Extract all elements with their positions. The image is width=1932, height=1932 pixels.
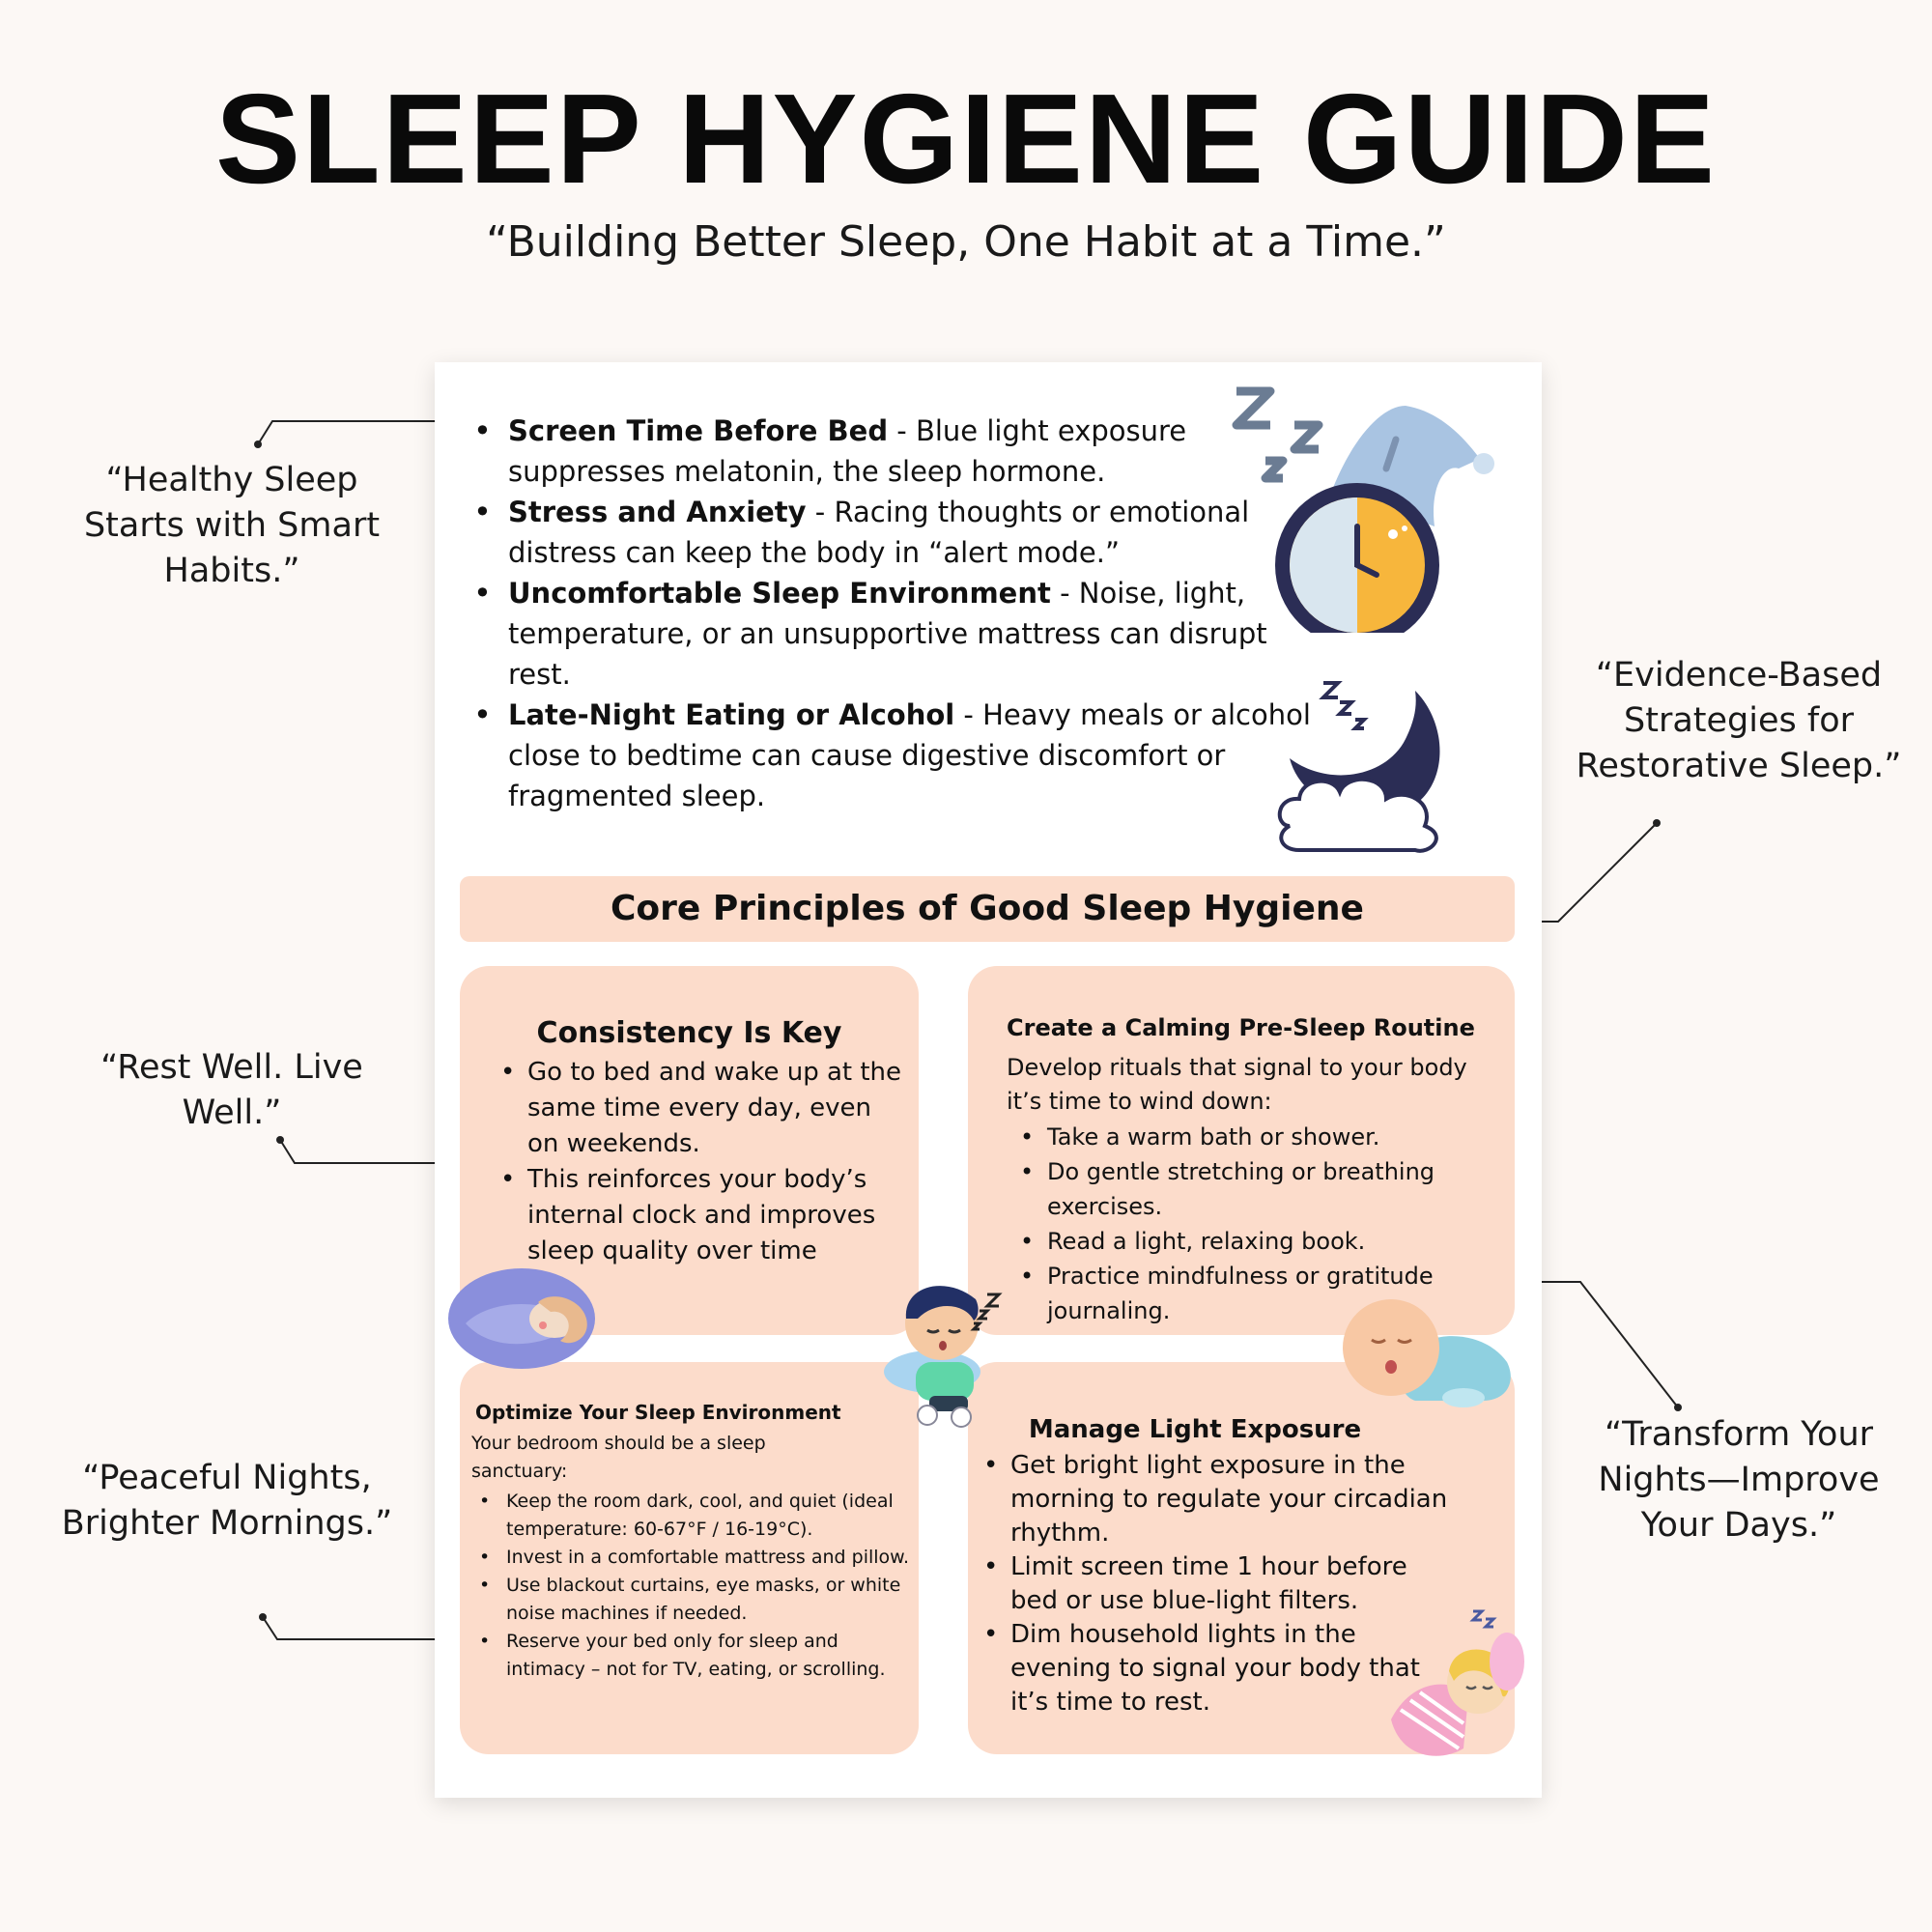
list-item: Late-Night Eating or Alcohol - Heavy mea…	[473, 695, 1323, 816]
card-list: Get bright light exposure in the morning…	[983, 1449, 1455, 1719]
list-item: This reinforces your body’s internal clo…	[500, 1162, 904, 1269]
sleep-disruptors-list: Screen Time Before Bed - Blue light expo…	[473, 411, 1323, 816]
connector-dot	[1653, 819, 1661, 827]
list-item: Keep the room dark, cool, and quiet (ide…	[479, 1488, 912, 1544]
card-title: Create a Calming Pre-Sleep Routine	[1007, 1014, 1475, 1041]
list-item: Stress and Anxiety - Racing thoughts or …	[473, 492, 1323, 573]
sleeping-child-icon	[1391, 1609, 1524, 1756]
page-subtitle: “Building Better Sleep, One Habit at a T…	[486, 217, 1446, 267]
card-intro: Develop rituals that signal to your body…	[1007, 1054, 1467, 1115]
list-item: Reserve your bed only for sleep and inti…	[479, 1628, 912, 1684]
side-quote-peaceful-nights: “Peaceful Nights, Brighter Mornings.”	[61, 1459, 393, 1543]
card-intro: Your bedroom should be a sleep sanctuary…	[471, 1433, 766, 1482]
card-title: Optimize Your Sleep Environment	[475, 1401, 841, 1424]
side-quote-healthy-sleep: “Healthy Sleep Starts with Smart Habits.…	[83, 461, 381, 590]
guide-sheet: Screen Time Before Bed - Blue light expo…	[435, 362, 1542, 1798]
card-title: Consistency Is Key	[536, 1016, 842, 1050]
card-title: Manage Light Exposure	[1028, 1415, 1362, 1444]
list-item: Use blackout curtains, eye masks, or whi…	[479, 1572, 912, 1628]
side-quote-rest-well: “Rest Well. Live Well.”	[100, 1048, 363, 1132]
list-item: Go to bed and wake up at the same time e…	[500, 1055, 904, 1162]
list-item: Uncomfortable Sleep Environment - Noise,…	[473, 573, 1323, 695]
list-item: Limit screen time 1 hour before bed or u…	[983, 1550, 1455, 1618]
list-item: Invest in a comfortable mattress and pil…	[479, 1544, 912, 1572]
side-quote-evidence-based: “Evidence-Based Strategies for Restorati…	[1576, 656, 1902, 785]
page-title: SLEEP HYGIENE GUIDE	[215, 68, 1717, 210]
card-list: Go to bed and wake up at the same time e…	[500, 1055, 904, 1269]
connector-dot	[259, 1613, 267, 1621]
zzz-icon	[1232, 386, 1323, 483]
list-item: Take a warm bath or shower.	[1020, 1120, 1492, 1154]
card-list: Keep the room dark, cool, and quiet (ide…	[479, 1488, 912, 1684]
list-item: Dim household lights in the evening to s…	[983, 1618, 1455, 1719]
list-item: Do gentle stretching or breathing exerci…	[1020, 1154, 1492, 1224]
side-quote-transform-nights: “Transform Your Nights—Improve Your Days…	[1598, 1415, 1880, 1545]
card-pre-sleep-routine: Create a Calming Pre-Sleep Routine Devel…	[968, 966, 1515, 1335]
sleeping-moon-icon	[1277, 681, 1440, 853]
list-item: Get bright light exposure in the morning…	[983, 1449, 1455, 1550]
core-principles-banner: Core Principles of Good Sleep Hygiene	[460, 876, 1515, 942]
list-item: Read a light, relaxing book.	[1020, 1224, 1492, 1259]
connector-dot	[1674, 1404, 1682, 1411]
sleeping-girl-icon	[448, 1268, 595, 1369]
list-item: Screen Time Before Bed - Blue light expo…	[473, 411, 1323, 492]
sleeping-clock-icon	[1232, 386, 1494, 633]
card-list: Take a warm bath or shower. Do gentle st…	[1020, 1120, 1492, 1328]
sleeping-boy-icon	[884, 1286, 1003, 1428]
connector-dot	[254, 440, 262, 448]
connector-dot	[276, 1136, 284, 1144]
list-item: Practice mindfulness or gratitude journa…	[1020, 1259, 1492, 1328]
sleeping-baby-icon	[1343, 1299, 1511, 1407]
card-sleep-environment: Optimize Your Sleep Environment Your bed…	[460, 1362, 919, 1754]
card-consistency: Consistency Is Key Go to bed and wake up…	[460, 966, 919, 1335]
